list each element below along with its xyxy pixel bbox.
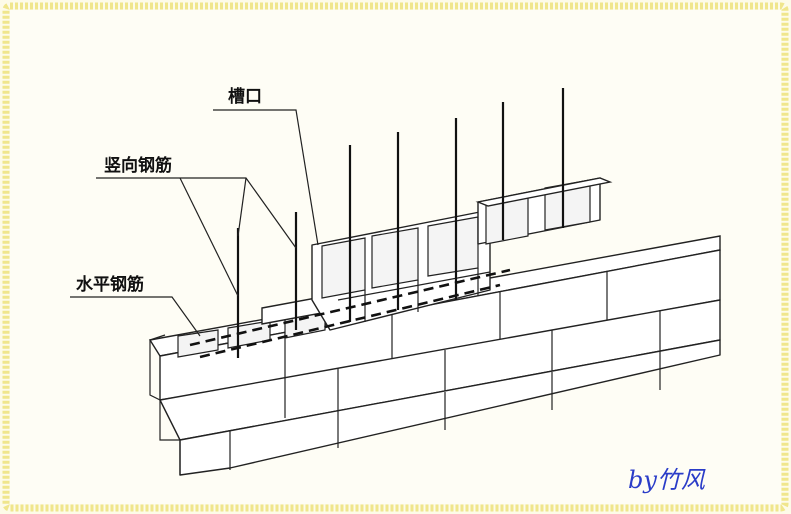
leader-lines — [70, 109, 319, 337]
groove-cell — [371, 227, 419, 289]
lower-courses — [149, 299, 721, 476]
groove-cell — [321, 237, 366, 299]
horizontal-rebar-leader — [70, 296, 201, 337]
vertical-rebars — [236, 88, 565, 358]
wall-left-end — [149, 340, 181, 475]
horizontal-rebars — [189, 268, 511, 359]
horizontal-rebar — [199, 283, 501, 359]
signature: by竹风 — [628, 466, 706, 494]
horizontal-rebar-label: 水平钢筋 — [76, 274, 144, 295]
groove-blocks — [311, 209, 491, 331]
vertical-rebar-label: 竖向钢筋 — [104, 155, 172, 176]
groove-leader — [213, 109, 319, 246]
horizontal-rebar — [189, 268, 511, 347]
far-blocks — [475, 177, 613, 245]
groove-label: 槽口 — [228, 86, 262, 107]
groove-cell — [427, 216, 479, 277]
